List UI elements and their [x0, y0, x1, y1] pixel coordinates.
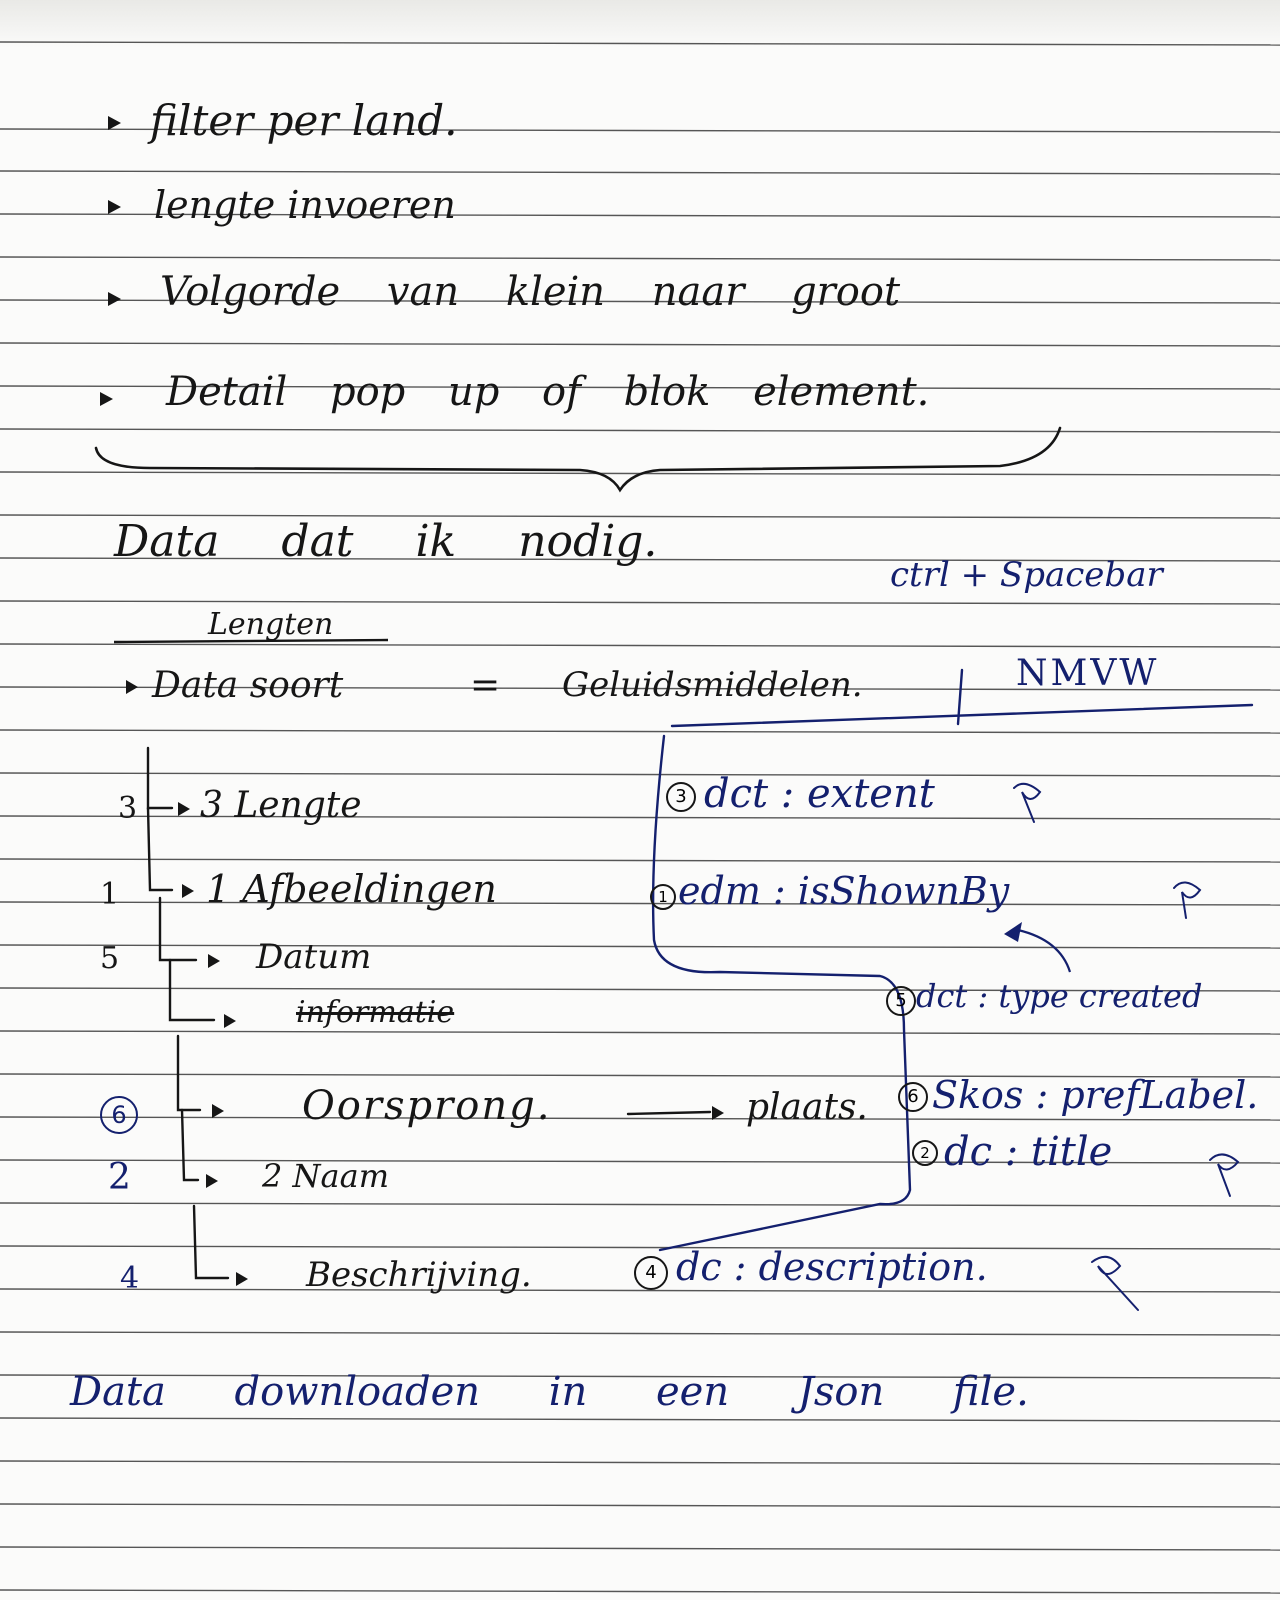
- lengten-label: Lengten: [208, 607, 334, 642]
- bullet-text: lengte invoeren: [154, 183, 456, 227]
- field-label: Skos : prefLabel.: [932, 1073, 1259, 1117]
- field-number: 2: [912, 1140, 938, 1166]
- tree-item: Beschrijving.: [306, 1255, 532, 1295]
- field-number-text: 5: [895, 990, 907, 1011]
- field-number: 3: [666, 782, 696, 812]
- field-number: 5: [886, 986, 916, 1016]
- bullet-marker-icon: [108, 200, 121, 214]
- field-label: dct : type created: [916, 977, 1203, 1015]
- bullet-marker-icon: [100, 392, 113, 406]
- field-number-text: 2: [920, 1143, 930, 1162]
- field-number: 4: [634, 1256, 668, 1290]
- arrow-icon: [182, 884, 194, 898]
- field-label: dct : extent: [704, 771, 935, 817]
- arrow-icon: [206, 1174, 218, 1188]
- field-number: 6: [898, 1082, 928, 1112]
- arrow-icon: [236, 1272, 248, 1286]
- tree-number: 5: [100, 941, 120, 976]
- tree-number: 1: [100, 877, 120, 912]
- field-number-text: 6: [907, 1086, 919, 1107]
- field-label: dc : description.: [676, 1245, 988, 1289]
- field-number-text: 4: [645, 1262, 657, 1283]
- source-label: NMVW: [1016, 653, 1160, 694]
- tree-item: Oorsprong.: [302, 1083, 552, 1129]
- bullet-marker-icon: [108, 116, 121, 130]
- field-number-text: 1: [658, 887, 668, 906]
- keyboard-shortcut-note: ctrl + Spacebar: [890, 555, 1163, 595]
- arrow-icon: [178, 802, 190, 816]
- brace-stroke: [94, 426, 1062, 493]
- tree-number: 2: [108, 1157, 131, 1198]
- arrow-icon: [126, 680, 138, 694]
- field-label: edm : isShownBy: [678, 869, 1010, 913]
- bullet-marker-icon: [108, 292, 121, 306]
- arrow-icon: [712, 1106, 724, 1120]
- arrow-icon: [208, 954, 220, 968]
- arrow-icon: [212, 1104, 224, 1118]
- tree-item: 1 Afbeeldingen: [206, 867, 497, 911]
- tree-number: 3: [118, 791, 138, 826]
- field-label: dc : title: [944, 1129, 1113, 1175]
- section-heading: Data dat ik nodig.: [114, 516, 658, 567]
- arrow-icon: [224, 1014, 236, 1028]
- tree-item: Datum: [256, 937, 372, 977]
- tree-number: 4: [120, 1261, 140, 1296]
- field-number-text: 3: [675, 786, 687, 807]
- tree-number: 6: [111, 1101, 127, 1129]
- tree-item: 3 Lengte: [200, 785, 362, 826]
- tree-item: informatie: [296, 995, 455, 1030]
- download-note: Data downloaden in een Json file.: [70, 1369, 1029, 1415]
- tree-item: 2 Naam: [262, 1157, 390, 1195]
- bullet-text: filter per land.: [150, 96, 458, 145]
- field-number: 1: [650, 884, 676, 910]
- data-soort-label: Data soort: [152, 665, 344, 706]
- equals-sign: =: [470, 665, 501, 706]
- plaats-label: plaats.: [746, 1087, 868, 1128]
- data-soort-value: Geluidsmiddelen.: [562, 665, 863, 705]
- tree-number-circled: 6: [100, 1096, 138, 1134]
- bullet-text: Detail pop up of blok element.: [166, 369, 930, 415]
- bullet-text: Volgorde van klein naar groot: [160, 269, 901, 315]
